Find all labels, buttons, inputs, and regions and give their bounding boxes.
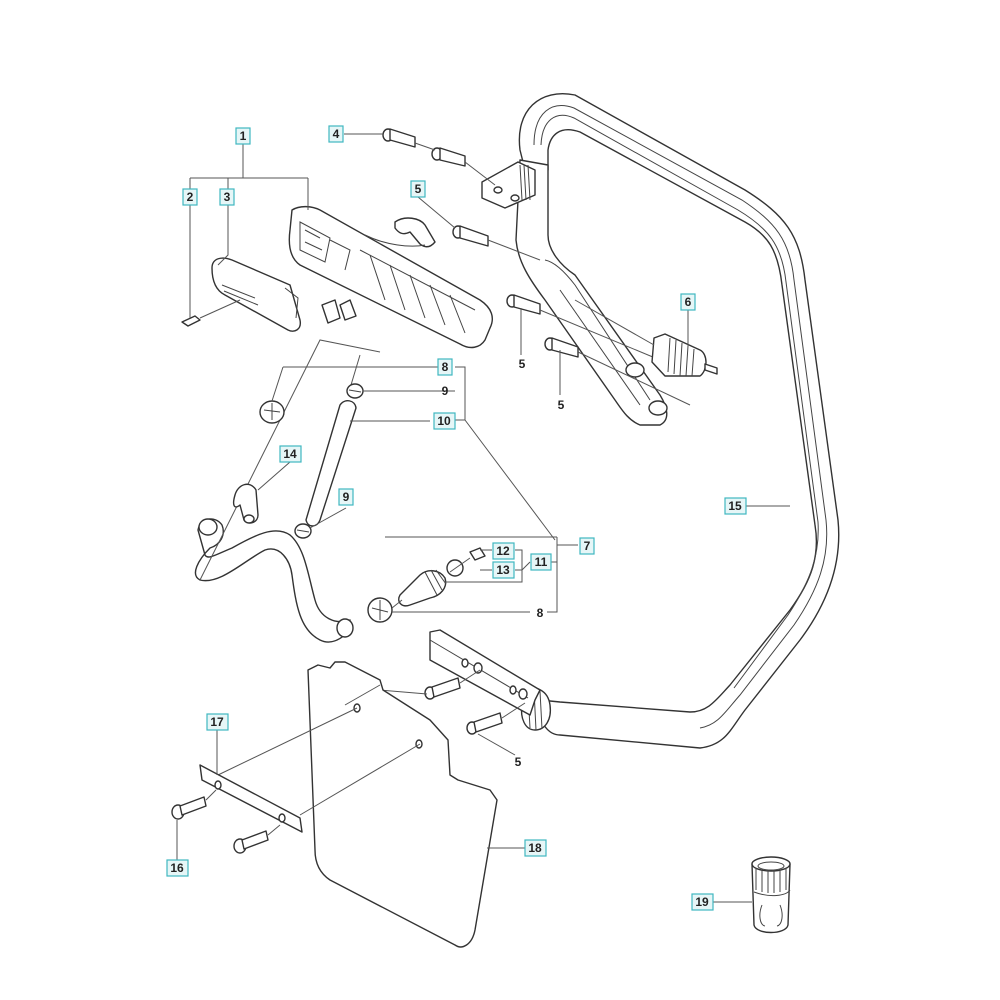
callout-9-lower[interactable]: 9 xyxy=(338,488,354,506)
screw xyxy=(382,128,416,148)
callout-12[interactable]: 12 xyxy=(492,542,515,560)
callout-number: 8 xyxy=(537,606,544,620)
handle-screws-5 xyxy=(379,225,691,735)
clamp-9-upper xyxy=(346,383,364,399)
callout-number: 15 xyxy=(728,499,742,513)
callout-number: 12 xyxy=(496,544,510,558)
hose-holder xyxy=(232,483,259,524)
callout-1[interactable]: 1 xyxy=(235,127,251,145)
screw xyxy=(466,712,503,735)
clamp-9-lower xyxy=(294,523,312,539)
callout-11[interactable]: 11 xyxy=(530,553,552,571)
callout-19[interactable]: 19 xyxy=(691,893,714,911)
callout-number: 6 xyxy=(685,295,692,309)
callout-5-middle[interactable]: 5 xyxy=(519,357,526,371)
callout-10[interactable]: 10 xyxy=(433,412,456,430)
mudflap-plate xyxy=(199,764,303,833)
clamp-8-lower xyxy=(367,597,393,623)
callout-number: 14 xyxy=(283,447,297,461)
callout-2[interactable]: 2 xyxy=(182,188,198,206)
callout-number: 5 xyxy=(558,398,565,412)
callout-number: 10 xyxy=(437,414,451,428)
screw xyxy=(506,294,541,315)
callout-number: 17 xyxy=(210,715,224,729)
callout-number: 18 xyxy=(528,841,542,855)
callout-number: 7 xyxy=(584,539,591,553)
hose-coupling xyxy=(751,856,791,934)
screw xyxy=(424,677,461,700)
screw xyxy=(544,337,579,358)
callout-18[interactable]: 18 xyxy=(524,839,547,857)
callout-5-upper[interactable]: 5 xyxy=(410,180,426,198)
screw xyxy=(452,225,489,247)
callout-15[interactable]: 15 xyxy=(724,497,747,515)
callout-number: 1 xyxy=(240,129,247,143)
callout-number: 9 xyxy=(343,490,350,504)
water-valve xyxy=(391,547,486,609)
callout-number: 8 xyxy=(442,360,449,374)
callout-6[interactable]: 6 xyxy=(680,293,696,311)
callout-8-upper[interactable]: 8 xyxy=(437,358,453,376)
screw xyxy=(431,147,466,167)
callout-number: 5 xyxy=(515,755,522,769)
callout-number: 11 xyxy=(535,555,548,569)
callout-7[interactable]: 7 xyxy=(579,537,595,555)
callout-13[interactable]: 13 xyxy=(492,561,515,579)
callout-number: 5 xyxy=(415,182,422,196)
callout-14[interactable]: 14 xyxy=(279,445,302,463)
hose-clamps xyxy=(259,383,393,623)
vibration-damper-spring xyxy=(574,299,718,377)
callout-number: 19 xyxy=(695,895,709,909)
clamp-8-upper xyxy=(259,400,285,424)
callout-3[interactable]: 3 xyxy=(219,188,235,206)
screw xyxy=(171,796,207,820)
bracket-screws-4 xyxy=(382,128,496,186)
callout-5-bottom[interactable]: 5 xyxy=(515,755,522,769)
callout-4[interactable]: 4 xyxy=(328,125,344,143)
callout-number: 3 xyxy=(224,190,231,204)
callout-9-upper[interactable]: 9 xyxy=(442,384,449,398)
callout-number: 13 xyxy=(496,563,510,577)
callout-number: 16 xyxy=(170,861,184,875)
mudflap xyxy=(217,661,498,948)
callout-number: 5 xyxy=(519,357,526,371)
callout-5-lower[interactable]: 5 xyxy=(558,398,565,412)
callout-leaders xyxy=(176,133,790,903)
front-handle xyxy=(429,93,840,749)
mudflap-screws xyxy=(171,789,281,854)
callout-number: 2 xyxy=(187,190,194,204)
callout-labels: 1 2 3 4 5 5 5 5 6 xyxy=(166,125,747,911)
callout-17[interactable]: 17 xyxy=(206,713,229,731)
callout-16[interactable]: 16 xyxy=(166,859,189,877)
callout-number: 4 xyxy=(333,127,340,141)
screw xyxy=(233,830,269,854)
callout-number: 9 xyxy=(442,384,449,398)
callout-8-lower[interactable]: 8 xyxy=(537,606,544,620)
guard-assembly xyxy=(181,205,493,349)
